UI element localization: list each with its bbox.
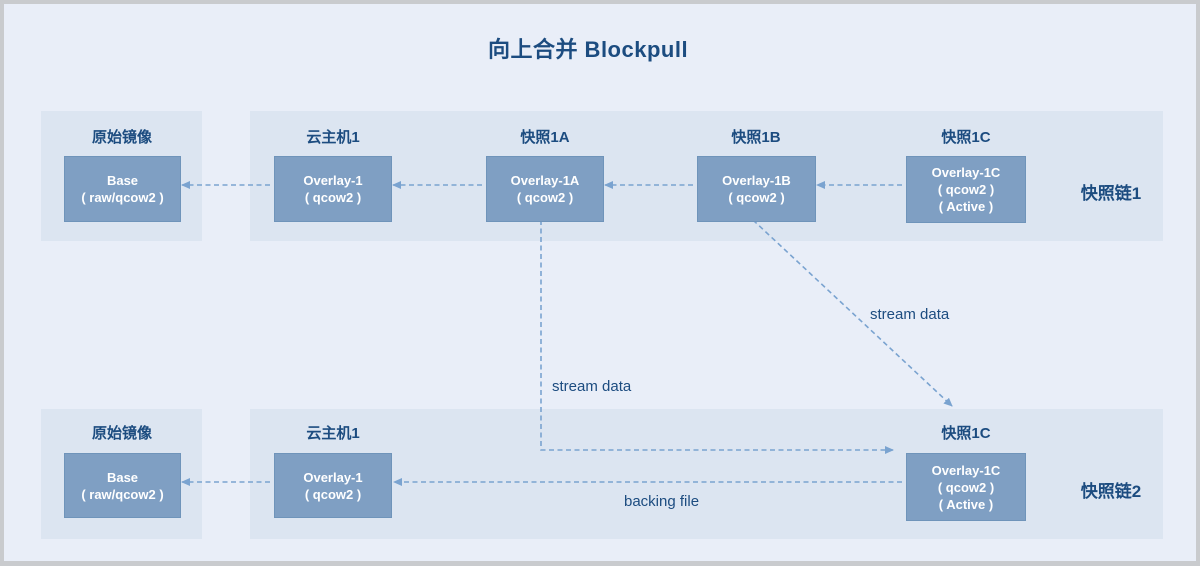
chain1-label: 快照链1 — [1080, 184, 1142, 203]
node-overlay1b: Overlay-1B ( qcow2 ) — [697, 156, 816, 222]
node-overlay1-chain2: Overlay-1 ( qcow2 ) — [274, 453, 392, 518]
node-overlay1a-line2: ( qcow2 ) — [516, 190, 574, 205]
node-title-snap1c-chain2: 快照1C — [941, 425, 991, 442]
node-title-vm-chain1: 云主机1 — [306, 129, 360, 146]
node-title-origin-chain1: 原始镜像 — [91, 129, 152, 146]
node-base-chain2-line2: ( raw/qcow2 ) — [81, 486, 164, 502]
node-base-chain1: Base ( raw/qcow2 ) — [64, 156, 181, 222]
node-overlay1b-line1: Overlay-1B — [722, 173, 791, 188]
node-overlay1-chain1: Overlay-1 ( qcow2 ) — [274, 156, 392, 222]
node-overlay1c-chain2-line3: ( Active ) — [938, 496, 994, 512]
node-overlay1c-chain1-line1: Overlay-1C — [931, 165, 1001, 180]
stream-data-label-vertical: stream data — [552, 378, 632, 395]
node-title-origin-chain2: 原始镜像 — [91, 425, 152, 442]
node-overlay1-chain2-line2: ( qcow2 ) — [304, 486, 362, 502]
node-overlay1-chain2-line1: Overlay-1 — [303, 469, 363, 485]
node-base-chain2-line1: Base — [106, 469, 139, 485]
backing-file-label: backing file — [624, 493, 700, 510]
node-title-vm-chain2: 云主机1 — [306, 425, 360, 442]
node-base-chain1-line1: Base — [106, 173, 139, 188]
node-overlay1c-chain1: Overlay-1C ( qcow2 ) ( Active ) — [906, 156, 1026, 223]
node-title-snap1a: 快照1A — [520, 129, 570, 146]
stream-data-label-diagonal: stream data — [870, 306, 950, 323]
node-overlay1b-line2: ( qcow2 ) — [728, 190, 785, 205]
node-overlay1c-chain1-line2: ( qcow2 ) — [937, 182, 995, 197]
node-overlay1c-chain2-line2: ( qcow2 ) — [937, 479, 995, 495]
node-overlay1a-line1: Overlay-1A — [510, 173, 580, 188]
node-title-snap1b: 快照1B — [731, 129, 781, 146]
chain2-label: 快照链2 — [1080, 482, 1142, 501]
node-base-chain1-line2: ( raw/qcow2 ) — [81, 190, 164, 205]
node-overlay1c-chain1-line3: ( Active ) — [938, 199, 994, 214]
node-overlay1-chain1-line2: ( qcow2 ) — [304, 190, 362, 205]
diagram-title: 向上合并 Blockpull — [487, 37, 689, 62]
node-base-chain2: Base ( raw/qcow2 ) — [64, 453, 181, 518]
node-overlay1a: Overlay-1A ( qcow2 ) — [486, 156, 604, 222]
node-overlay1c-chain2-line1: Overlay-1C — [931, 462, 1001, 478]
node-overlay1c-chain2: Overlay-1C ( qcow2 ) ( Active ) — [906, 453, 1026, 521]
node-title-snap1c-chain1: 快照1C — [941, 129, 991, 146]
node-overlay1-chain1-line1: Overlay-1 — [303, 173, 363, 188]
